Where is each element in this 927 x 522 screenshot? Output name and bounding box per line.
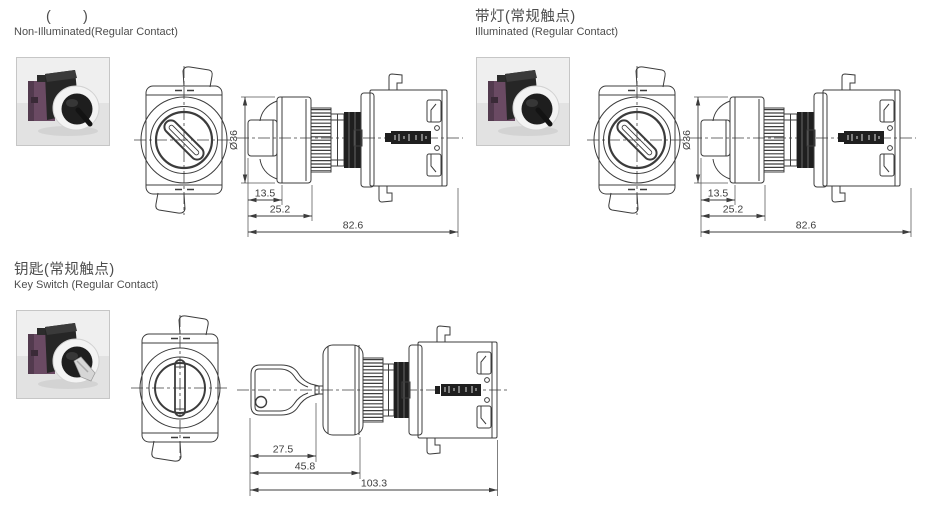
- selector-lever-front: [616, 119, 658, 161]
- dim-label-key-protrusion: 27.5: [273, 444, 294, 456]
- dim-label-front-depth: 45.8: [295, 461, 316, 473]
- threaded-section: [797, 112, 814, 168]
- mounting-clip-top: [436, 325, 451, 342]
- dim-label-knob-depth: 13.5: [708, 188, 729, 200]
- selector-lever: [535, 107, 553, 127]
- switch-body: [28, 70, 100, 131]
- threaded-section: [344, 112, 361, 168]
- dim-label-diameter: Ø36: [228, 130, 240, 150]
- front-view: [131, 315, 230, 462]
- anti-rotation-tab-bottom: [151, 440, 182, 462]
- dimension-arrows: [242, 97, 458, 235]
- knob-dome: [259, 100, 278, 180]
- product-label: [391, 131, 431, 144]
- anti-rotation-tab-top: [178, 315, 209, 336]
- terminal-top: [879, 99, 895, 123]
- drawing-illuminated: Ø36 13.5 25.2 82.6: [587, 66, 916, 237]
- knob-dome: [712, 100, 731, 180]
- drawing-non-illuminated: Ø36 13.5 25.2 82.6: [134, 66, 463, 237]
- drawing-key-switch: 27.5 45.8 103.3: [131, 315, 510, 496]
- section-title-illuminated: 带灯(常规触点) Illuminated (Regular Contact): [475, 8, 618, 40]
- product-label: [844, 131, 884, 144]
- front-view: [134, 66, 235, 215]
- dim-label-bezel-depth: 25.2: [270, 204, 291, 216]
- mounting-clip-bottom: [426, 438, 441, 455]
- dimensions: [241, 96, 459, 237]
- selector-switch-photo: [16, 57, 110, 146]
- key-hole: [254, 395, 268, 409]
- terminal-bottom: [426, 153, 442, 177]
- contact-block: [822, 89, 901, 187]
- anti-rotation-tab-top: [182, 66, 213, 88]
- front-view: [587, 66, 688, 215]
- section-title-cn: 带灯(常规触点): [475, 9, 576, 25]
- dim-label-bezel-depth: 25.2: [723, 204, 744, 216]
- product-label: [441, 384, 481, 396]
- dim-label-total-length: 103.3: [361, 478, 387, 490]
- terminal-bottom: [476, 405, 492, 429]
- mounting-clip-bottom: [831, 186, 846, 203]
- section-title-en: Illuminated (Regular Contact): [475, 26, 619, 39]
- terminal-bottom: [879, 153, 895, 177]
- section-title-en: Non-Illuminated(Regular Contact): [14, 26, 178, 39]
- section-title-cn: ( ): [46, 9, 89, 25]
- terminal-top: [426, 99, 442, 123]
- mounting-clip-bottom: [378, 186, 393, 203]
- dim-label-total-length: 82.6: [796, 220, 817, 232]
- section-title-en: Key Switch (Regular Contact): [14, 279, 159, 292]
- section-title-key-switch: 钥匙(常规触点) Key Switch (Regular Contact): [14, 261, 158, 293]
- side-view: [237, 73, 463, 203]
- side-view: [690, 73, 916, 203]
- anti-rotation-tab-top: [635, 66, 666, 88]
- switch-body: [28, 323, 100, 384]
- mounting-clip-top: [841, 73, 856, 90]
- selector-lever: [75, 107, 93, 127]
- terminal-top: [476, 351, 492, 375]
- switch-body: [488, 70, 560, 131]
- dim-label-diameter: Ø36: [681, 130, 693, 150]
- selector-lever-front: [163, 119, 205, 161]
- dim-label-total-length: 82.6: [343, 220, 364, 232]
- dim-label-knob-depth: 13.5: [255, 188, 276, 200]
- dimensions: [249, 403, 498, 496]
- mounting-clip-top: [388, 73, 403, 90]
- contact-block: [417, 341, 498, 439]
- key-switch-photo: [16, 310, 110, 399]
- anti-rotation-tab-bottom: [608, 192, 639, 214]
- side-view: [237, 325, 510, 455]
- illuminated-selector-switch-photo: [476, 57, 570, 146]
- dimension-arrows: [695, 97, 911, 235]
- anti-rotation-tab-bottom: [155, 192, 186, 214]
- section-title-cn: 钥匙(常规触点): [14, 262, 115, 278]
- section-title-non-illuminated: ( ) Non-Illuminated(Regular Contact): [14, 8, 178, 40]
- key-head: [250, 364, 320, 416]
- contact-block: [369, 89, 448, 187]
